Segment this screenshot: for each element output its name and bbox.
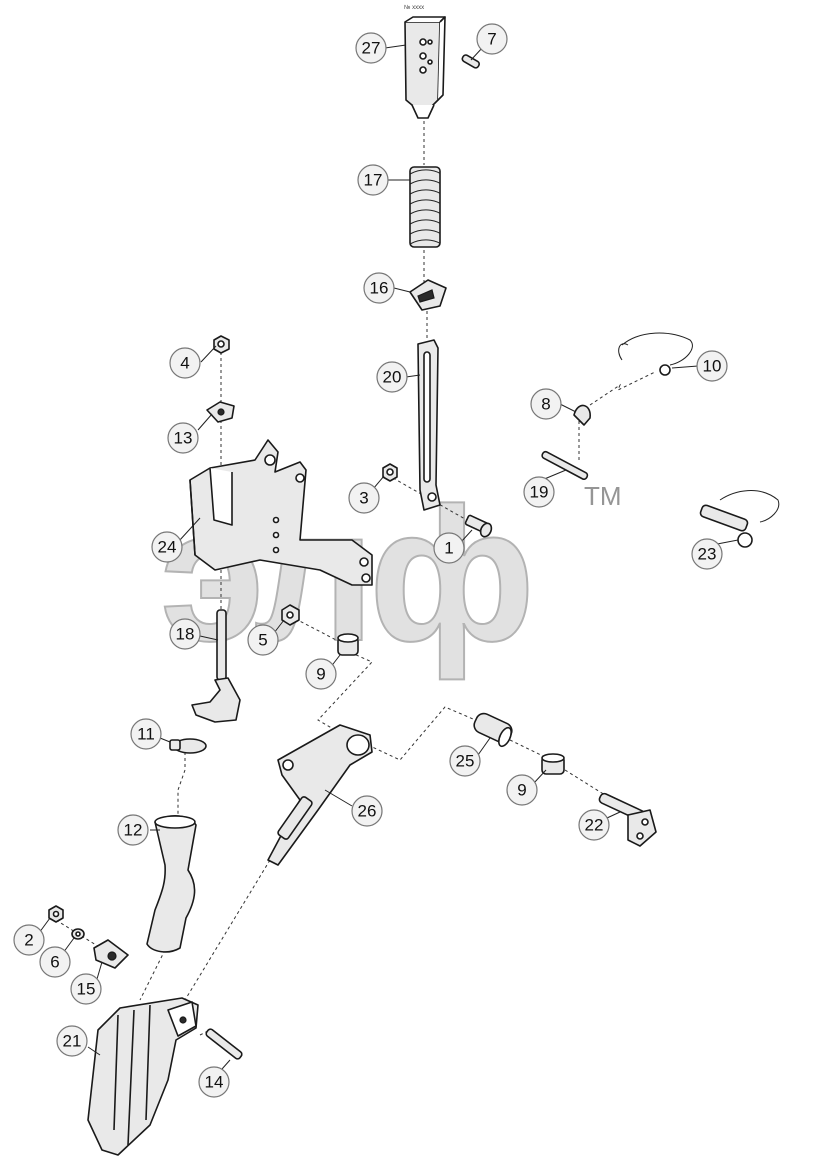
svg-text:13: 13 bbox=[174, 429, 193, 448]
watermark-trademark: TM bbox=[584, 481, 622, 511]
svg-text:12: 12 bbox=[124, 821, 143, 840]
svg-text:26: 26 bbox=[358, 802, 377, 821]
part-9-bushing-upper bbox=[337, 633, 359, 656]
svg-text:1: 1 bbox=[444, 539, 453, 558]
part-18-hook-bolt bbox=[191, 609, 241, 723]
part-27-spring-holder bbox=[404, 16, 446, 119]
svg-text:9: 9 bbox=[316, 665, 325, 684]
svg-text:8: 8 bbox=[541, 395, 550, 414]
svg-text:5: 5 bbox=[258, 631, 267, 650]
part-26-link-arm bbox=[267, 724, 373, 866]
svg-text:14: 14 bbox=[205, 1073, 224, 1092]
svg-text:6: 6 bbox=[50, 953, 59, 972]
callout-2: 2 bbox=[13, 924, 45, 956]
callout-16: 16 bbox=[363, 272, 395, 304]
part-25-sleeve bbox=[473, 712, 513, 748]
callout-22: 22 bbox=[578, 809, 610, 841]
part-6-washer bbox=[71, 928, 85, 940]
callout-18: 18 bbox=[169, 618, 201, 650]
callout-14: 14 bbox=[198, 1066, 230, 1098]
svg-text:27: 27 bbox=[362, 39, 381, 58]
part-21-opener-shoe bbox=[87, 997, 199, 1156]
part-3-nut bbox=[382, 463, 398, 482]
callout-17: 17 bbox=[357, 164, 389, 196]
callout-20: 20 bbox=[376, 361, 408, 393]
callout-8: 8 bbox=[530, 388, 562, 420]
callout-11: 11 bbox=[130, 718, 162, 750]
part-11-clamp bbox=[169, 738, 207, 754]
leader-lines bbox=[38, 44, 739, 1070]
svg-text:16: 16 bbox=[370, 279, 389, 298]
callout-24: 24 bbox=[151, 531, 183, 563]
part-8-clip bbox=[573, 404, 591, 426]
callout-7: 7 bbox=[476, 23, 508, 55]
svg-text:2: 2 bbox=[24, 931, 33, 950]
callout-1: 1 bbox=[433, 532, 465, 564]
svg-text:10: 10 bbox=[703, 357, 722, 376]
svg-text:21: 21 bbox=[63, 1032, 82, 1051]
part-4-nut bbox=[213, 335, 230, 354]
callout-5: 5 bbox=[247, 624, 279, 656]
svg-text:18: 18 bbox=[176, 625, 195, 644]
callout-25: 25 bbox=[449, 745, 481, 777]
callout-27: 27 bbox=[355, 32, 387, 64]
svg-text:19: 19 bbox=[530, 483, 549, 502]
part-2-nut bbox=[48, 905, 64, 923]
svg-text:4: 4 bbox=[180, 354, 189, 373]
part-7-pin bbox=[461, 54, 480, 69]
svg-text:24: 24 bbox=[158, 538, 177, 557]
svg-text:11: 11 bbox=[137, 725, 155, 744]
svg-text:22: 22 bbox=[585, 816, 604, 835]
part-24-main-bracket bbox=[189, 439, 373, 586]
svg-text:3: 3 bbox=[359, 489, 368, 508]
callout-21: 21 bbox=[56, 1025, 88, 1057]
svg-text:25: 25 bbox=[456, 752, 475, 771]
callout-26: 26 bbox=[351, 795, 383, 827]
callout-9-upper: 9 bbox=[305, 658, 337, 690]
part-17-spring bbox=[409, 166, 441, 248]
callout-23: 23 bbox=[691, 538, 723, 570]
callout-19: 19 bbox=[523, 476, 555, 508]
svg-text:23: 23 bbox=[698, 545, 717, 564]
callout-3: 3 bbox=[348, 482, 380, 514]
svg-text:9: 9 bbox=[517, 781, 526, 800]
part-13-plate bbox=[206, 401, 235, 423]
svg-text:15: 15 bbox=[77, 980, 96, 999]
callout-6: 6 bbox=[39, 946, 71, 978]
callout-13: 13 bbox=[167, 422, 199, 454]
callout-9-lower: 9 bbox=[506, 774, 538, 806]
header-mark: № xxxx bbox=[404, 4, 424, 11]
part-19-rod bbox=[541, 450, 589, 481]
part-15-clamp-plate bbox=[93, 939, 129, 969]
part-14-pin bbox=[205, 1028, 243, 1060]
part-10-lanyard bbox=[618, 332, 693, 376]
callout-12: 12 bbox=[117, 814, 149, 846]
part-1-bolt bbox=[464, 514, 493, 538]
callout-10: 10 bbox=[696, 350, 728, 382]
callout-4: 4 bbox=[169, 347, 201, 379]
part-20-tension-rod bbox=[417, 339, 441, 511]
part-5-nut bbox=[281, 604, 300, 626]
callout-15: 15 bbox=[70, 973, 102, 1005]
part-16-spring-seat bbox=[409, 279, 447, 311]
svg-text:20: 20 bbox=[383, 368, 402, 387]
svg-text:17: 17 bbox=[364, 171, 383, 190]
svg-text:7: 7 bbox=[487, 30, 496, 49]
part-12-seed-tube bbox=[146, 815, 197, 953]
part-9-bushing-lower bbox=[541, 753, 565, 775]
part-23-lynch-pin bbox=[699, 490, 780, 548]
part-22-pivot-pin bbox=[598, 792, 657, 847]
